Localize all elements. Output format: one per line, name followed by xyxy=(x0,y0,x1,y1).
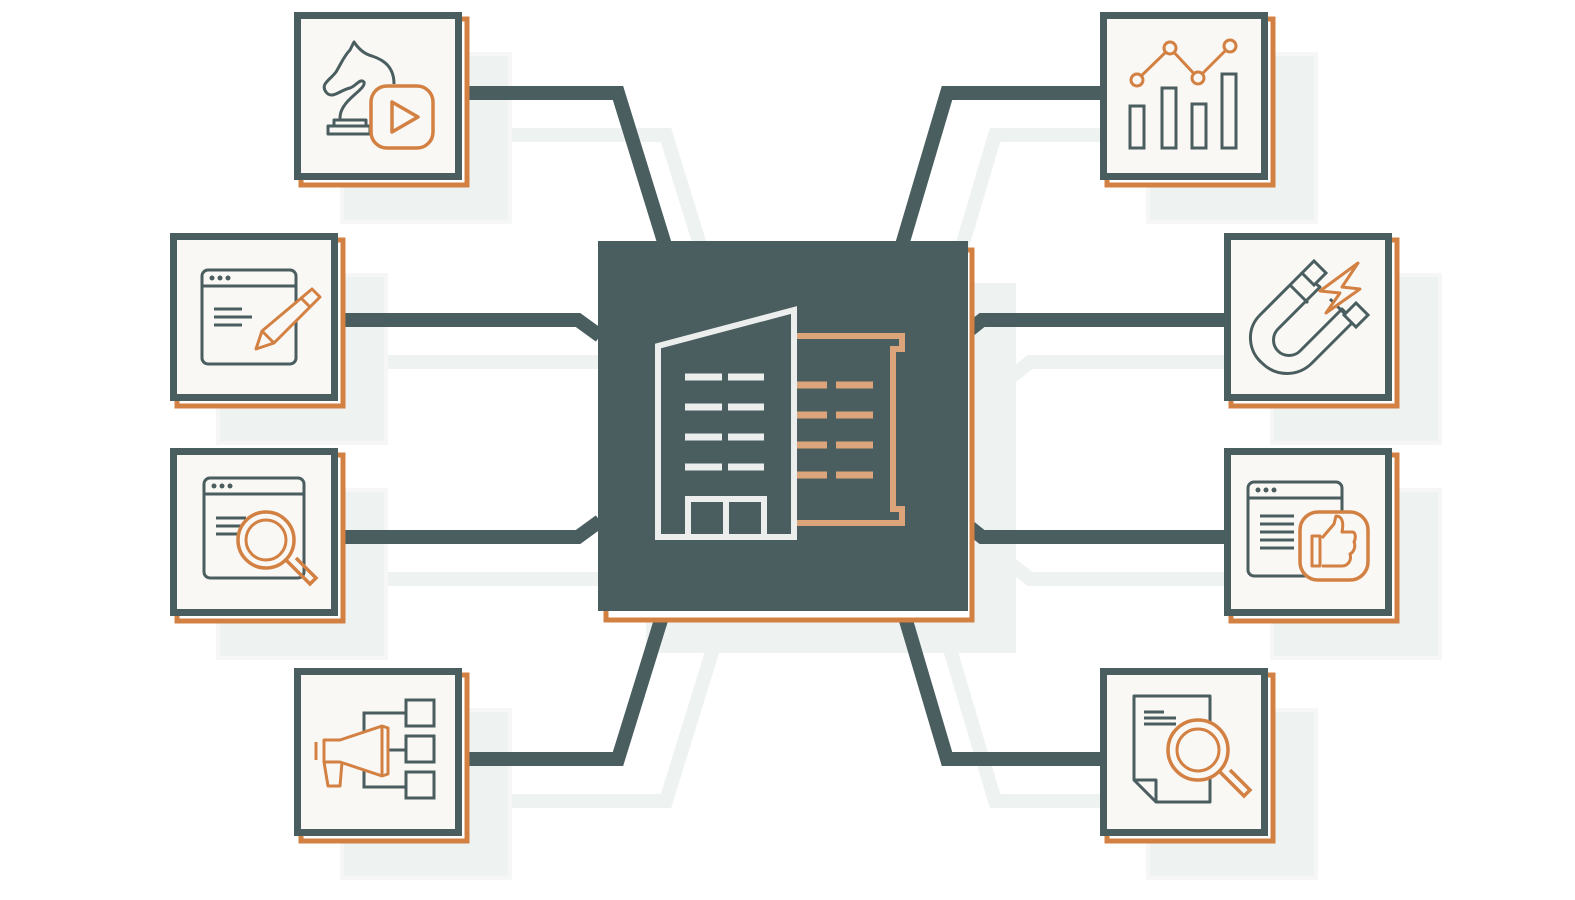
connector-shadow xyxy=(1005,355,1272,384)
node-top-right xyxy=(1100,12,1276,188)
connector-shadow xyxy=(510,128,720,290)
node-mid-right-upper xyxy=(1224,233,1400,409)
document-search-icon xyxy=(1132,694,1253,804)
connector-bottom-left xyxy=(462,604,672,766)
node-tile xyxy=(1100,12,1268,180)
office-building-icon xyxy=(655,306,905,540)
bar-line-chart-icon xyxy=(1128,38,1238,150)
connector-shadow xyxy=(943,647,1148,808)
connector-top-right xyxy=(895,86,1100,247)
browser-search-icon xyxy=(202,476,319,587)
node-mid-right-lower xyxy=(1224,448,1400,624)
browser-edit-pencil-icon xyxy=(200,268,322,366)
center-hub xyxy=(598,241,975,623)
connector-shadow xyxy=(943,128,1148,289)
connector-shadow xyxy=(1005,557,1272,586)
connector-top-left xyxy=(462,86,672,248)
connector-shadow xyxy=(510,646,720,808)
node-top-left xyxy=(294,12,470,188)
connector-mid-left-lower xyxy=(338,515,605,544)
connector-bottom-right xyxy=(895,605,1100,766)
megaphone-sitemap-icon xyxy=(314,698,436,800)
node-bottom-right xyxy=(1100,668,1276,844)
magnet-lightning-icon xyxy=(1249,258,1371,375)
node-bottom-left xyxy=(294,668,470,844)
node-tile xyxy=(170,233,338,401)
chess-knight-play-icon xyxy=(322,40,435,150)
browser-thumbs-up-icon xyxy=(1246,480,1370,582)
nodes xyxy=(170,12,1400,844)
node-mid-left-upper xyxy=(170,233,346,409)
node-mid-left-lower xyxy=(170,448,346,624)
connector-mid-left-upper xyxy=(338,313,605,342)
connectors xyxy=(338,86,1224,766)
node-tile xyxy=(1100,668,1268,836)
